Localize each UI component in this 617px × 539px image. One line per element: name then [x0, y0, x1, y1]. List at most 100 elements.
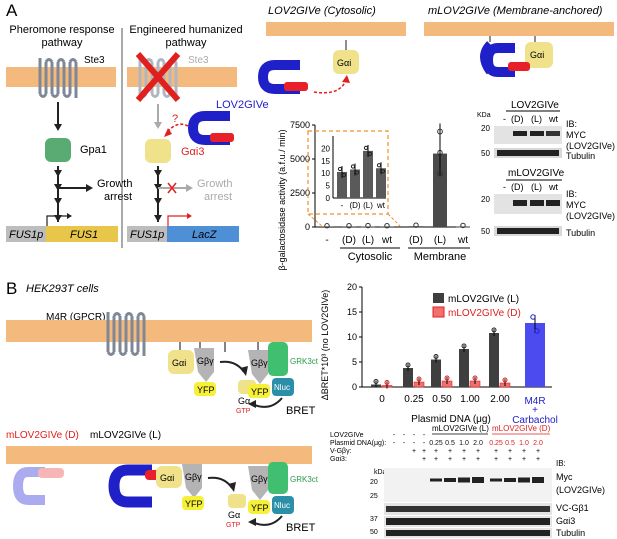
- inset-point: [341, 172, 347, 178]
- bblot-dash: -: [413, 432, 416, 439]
- gai-b1: [168, 350, 194, 374]
- bret-xlabel: 0.25: [404, 394, 424, 405]
- bblot-dash: -: [413, 440, 416, 447]
- blot2-lane-4: wt: [548, 182, 558, 192]
- bblot-myc-band: [504, 478, 516, 482]
- bblot-marker-37: 37: [370, 516, 378, 523]
- legend-d: mLOV2GIVe (D): [448, 308, 521, 319]
- membrane-b1: [6, 320, 312, 342]
- blot1-lane-2: (D): [511, 114, 524, 124]
- bblot-myc-band: [518, 477, 530, 483]
- inset-point: [363, 145, 369, 150]
- blot1-ib: IB:: [566, 119, 577, 129]
- yeast-membrane-1: [6, 67, 116, 87]
- inset-point: [337, 166, 343, 172]
- gtp-b2-label: GTP: [226, 522, 241, 529]
- gai-b2: [156, 466, 182, 488]
- blot1-header: LOV2GIVe: [511, 100, 559, 111]
- m4r-receptor: [106, 312, 146, 356]
- bblot-band-tub: Tubulin: [556, 528, 585, 538]
- blot1-lane-3: (L): [531, 114, 542, 124]
- bblot-plus: +: [412, 448, 416, 455]
- betagal-bar: [342, 226, 356, 228]
- galpha-mem: [525, 42, 553, 68]
- bblot-dna-amount: 2.0: [473, 440, 483, 447]
- betagal-point: [437, 170, 443, 177]
- betagal-point: [384, 222, 390, 229]
- betagal-ytick-label: 5000: [290, 154, 310, 164]
- bblot-myc-band: [458, 477, 470, 483]
- gbg-b2-label: Gβγ: [185, 472, 202, 482]
- bret-xlabel: Plasmid DNA (μg): [411, 414, 491, 425]
- ste3-label-2: Ste3: [188, 55, 209, 66]
- inset-ytick-label: 0: [326, 194, 331, 203]
- gai-b1-label: Gαi: [172, 358, 186, 368]
- betagal-bar: [320, 226, 334, 228]
- betagal-point: [346, 222, 352, 229]
- blot2-header: mLOV2GIVe: [508, 168, 565, 179]
- betagal-bar: [380, 226, 394, 228]
- bblot-myc-band: [490, 478, 502, 482]
- bret-point: [444, 375, 450, 381]
- betagal-xlabel: (L): [434, 235, 446, 246]
- fus1p-label-2: FUS1p: [130, 229, 164, 241]
- betagal-xlabel: (D): [409, 235, 423, 246]
- inset-point: [367, 151, 373, 156]
- betagal-point: [365, 222, 371, 229]
- bret-point: [433, 354, 439, 359]
- betagal-bar: [456, 226, 470, 228]
- betagal-ylabel: β-galactosidase activity (a.f.u./ min): [277, 129, 287, 270]
- bblot-plus: +: [476, 448, 480, 455]
- bblot-plus: +: [448, 456, 452, 463]
- blot1-marker-20: 20: [481, 124, 490, 133]
- gbg2-b2-label: Gβγ: [251, 474, 268, 484]
- legend-l-swatch: [433, 293, 444, 303]
- bblot-plus: +: [536, 448, 540, 455]
- betagal-xlabel: wt: [457, 235, 468, 246]
- bblot-myc-band: [444, 478, 456, 482]
- bret-ytick-label: 5: [352, 357, 357, 367]
- gbg2-b1-label: Gβγ: [251, 358, 268, 368]
- bret-bar: [403, 368, 413, 387]
- bret-xlabel: 0: [379, 394, 385, 405]
- bret-ytick-label: 20: [347, 282, 357, 292]
- bret-b1-label: BRET: [286, 405, 316, 417]
- m4r-point: [534, 328, 540, 334]
- grk3ct-b1: [268, 342, 288, 376]
- bblot-row-dna: Plasmid DNA(μg):: [330, 440, 386, 447]
- bblot-dash: -: [393, 432, 396, 439]
- m4r-bar-label-2: +: [532, 405, 538, 416]
- inset-bar: [376, 168, 386, 198]
- bblot-plus: +: [434, 448, 438, 455]
- inset-box: [307, 130, 389, 215]
- bblot-marker-20: 20: [370, 479, 378, 486]
- bret-ytick-label: 0: [352, 382, 357, 392]
- betagal-bar: [433, 153, 447, 227]
- bblot-myc-strip: [384, 468, 552, 502]
- bblot-plus: +: [494, 448, 498, 455]
- bblot-dna-amount: 0.25: [489, 440, 503, 447]
- blot2-myc-strip: [494, 194, 562, 214]
- yfp2-b2-label: YFP: [251, 503, 269, 513]
- bblot-dna-amount: 1.0: [519, 440, 529, 447]
- inset-ytick-label: 15: [321, 157, 330, 166]
- bret-ytick-label: 10: [347, 332, 357, 342]
- betagal-xlabel: wt: [381, 235, 392, 246]
- ga-gtp-b2-label: Gα: [228, 510, 240, 520]
- gai3-label: Gαi3: [181, 146, 204, 158]
- bret-point: [461, 343, 467, 349]
- engineered-title-2: pathway: [166, 37, 207, 49]
- inset-xlabel: -: [341, 201, 344, 210]
- bret-point: [373, 379, 379, 384]
- nluc-b1: [272, 378, 294, 396]
- lov2give-cytosolic: [257, 60, 308, 94]
- bblot-header-lov: LOV2GIVe: [330, 432, 364, 439]
- growth-label-2: Growth: [197, 178, 232, 190]
- blot1-lane-1: -: [503, 114, 506, 124]
- bblot-plus: +: [422, 456, 426, 463]
- m4r-carbachol-bar: [525, 323, 545, 387]
- panel-a-label: A: [6, 1, 18, 20]
- gtp-b1-label: GTP: [236, 408, 251, 415]
- blot2-lane-1: -: [503, 182, 506, 192]
- bret-point: [405, 362, 411, 368]
